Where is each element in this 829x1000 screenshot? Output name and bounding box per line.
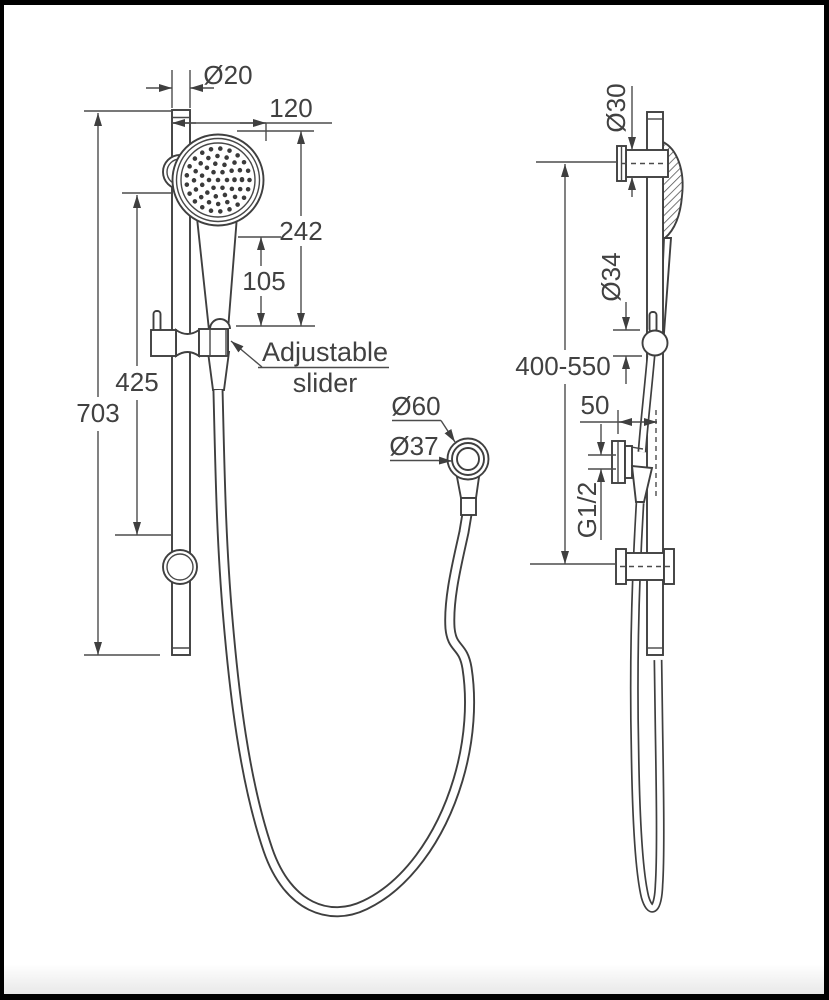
top-wall-bracket-side bbox=[616, 145, 669, 182]
svg-text:Ø20: Ø20 bbox=[203, 60, 252, 90]
wall-elbow-front bbox=[446, 437, 490, 516]
callout-adjustable-slider: Adjustable slider bbox=[230, 337, 389, 398]
svg-text:242: 242 bbox=[279, 216, 322, 246]
shower-head bbox=[171, 133, 265, 227]
svg-text:Ø34: Ø34 bbox=[596, 252, 626, 301]
svg-text:Adjustable: Adjustable bbox=[262, 337, 388, 367]
dim-bracket-span: 425 bbox=[115, 192, 172, 536]
shower-hose-front bbox=[212, 389, 476, 918]
front-view bbox=[150, 109, 490, 918]
dimensions-side: Ø30 Ø34 400-550 bbox=[515, 83, 657, 565]
svg-text:G1/2: G1/2 bbox=[572, 482, 602, 538]
slider-holder-block bbox=[198, 328, 229, 357]
svg-text:Ø30: Ø30 bbox=[601, 83, 631, 132]
wall-elbow-side bbox=[611, 440, 654, 503]
slider-waist bbox=[175, 328, 200, 358]
svg-text:120: 120 bbox=[269, 93, 312, 123]
svg-text:105: 105 bbox=[242, 266, 285, 296]
svg-text:slider: slider bbox=[293, 368, 358, 398]
dimensions-front: Ø20 120 242 10 bbox=[76, 60, 456, 656]
svg-text:Ø37: Ø37 bbox=[389, 431, 438, 461]
bottom-wall-bracket-front bbox=[162, 549, 198, 585]
svg-text:50: 50 bbox=[581, 390, 610, 420]
hose-connector bbox=[206, 351, 231, 391]
dim-rail-length: 703 bbox=[76, 110, 172, 656]
adjustable-slider-assembly bbox=[150, 310, 231, 358]
handle-collar bbox=[209, 318, 231, 330]
svg-text:400-550: 400-550 bbox=[515, 351, 610, 381]
dim-bracket-diameter: Ø30 bbox=[601, 83, 636, 197]
svg-text:Ø60: Ø60 bbox=[391, 391, 440, 421]
dim-head-to-slider: 242 bbox=[237, 130, 323, 326]
callout-elbow-inner: Ø37 bbox=[389, 431, 453, 465]
dim-adjustable-range: 400-550 bbox=[515, 161, 617, 565]
slider-lever-pin bbox=[152, 310, 162, 333]
dim-handle-to-slider: 105 bbox=[236, 236, 315, 327]
dim-head-width: 120 bbox=[172, 93, 332, 141]
svg-text:425: 425 bbox=[115, 367, 158, 397]
spray-nozzles bbox=[184, 146, 252, 214]
bottom-wall-bracket-side bbox=[615, 548, 675, 585]
callout-elbow-outer: Ø60 bbox=[391, 391, 456, 443]
slider-left-block bbox=[150, 329, 177, 357]
slider-knob-side bbox=[641, 329, 669, 357]
side-view bbox=[611, 111, 684, 913]
svg-text:703: 703 bbox=[76, 398, 119, 428]
dim-slider-knob-diameter: Ø34 bbox=[596, 252, 642, 384]
drawing-paper bbox=[4, 5, 824, 994]
rail-front bbox=[171, 109, 191, 656]
dim-rail-diameter: Ø20 bbox=[146, 60, 253, 108]
shower-hose-side bbox=[629, 502, 665, 913]
dim-wall-offset: 50 bbox=[580, 390, 657, 500]
dim-thread-size: G1/2 bbox=[572, 424, 616, 540]
slider-lever-pin-side bbox=[648, 311, 658, 333]
